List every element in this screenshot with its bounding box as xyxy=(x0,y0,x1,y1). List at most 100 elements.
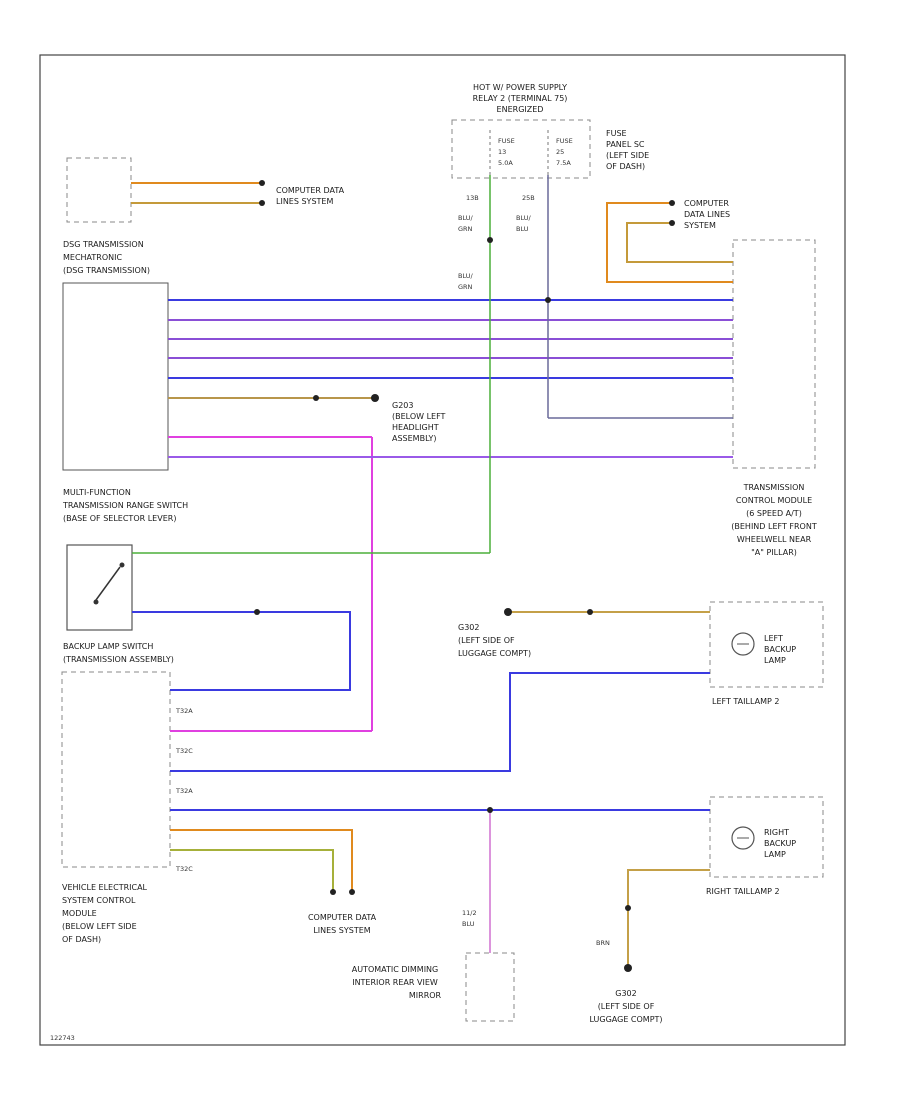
ground-g2-line-2: (LEFT SIDE OF xyxy=(458,636,515,645)
tcm-line-6: "A" PILLAR) xyxy=(751,548,797,557)
ground-g2-line-3: LUGGAGE COMPT) xyxy=(458,649,531,658)
cdls-arrow-5 xyxy=(330,889,336,895)
wire-blu-switch-out xyxy=(132,611,351,691)
ground-g3-line-2: (LEFT SIDE OF xyxy=(598,1002,655,1011)
vescm-line-5: OF DASH) xyxy=(62,935,101,944)
connector-top-left xyxy=(66,157,132,223)
vescm-line-3: MODULE xyxy=(62,909,97,918)
mirror-line-3: MIRROR xyxy=(409,991,442,1000)
cdls-arrow-2 xyxy=(259,200,265,206)
wire-olive-vescm xyxy=(170,849,334,890)
right-taillamp-box xyxy=(709,796,824,878)
wire-color-bugrn-2a: BLU/ xyxy=(458,272,474,280)
wire-circuit-25b: 25B xyxy=(522,194,535,202)
multifunction-switch-line-1: MULTI-FUNCTION xyxy=(63,488,131,497)
vescm-line-1: VEHICLE ELECTRICAL xyxy=(62,883,148,892)
ground-g3-line-3: LUGGAGE COMPT) xyxy=(589,1015,662,1024)
connector-t32c-2: T32C xyxy=(175,865,193,873)
wire-color-bugrn-1a: BLU/ xyxy=(458,214,474,222)
cdls-top-left-line-1: COMPUTER DATA xyxy=(276,186,345,195)
ground-g1-line-4: ASSEMBLY) xyxy=(392,434,436,443)
fuse-panel-box xyxy=(451,119,591,179)
connector-t32a-1: T32A xyxy=(175,707,193,715)
ground-g3-line-1: G302 xyxy=(615,989,636,998)
splice-fuse-b xyxy=(545,297,551,303)
fuse-panel-line-1: FUSE xyxy=(606,129,627,138)
tcm-line-1: TRANSMISSION xyxy=(743,483,805,492)
splice-brn xyxy=(313,395,319,401)
left-taillamp-label: LEFT TAILLAMP 2 xyxy=(712,697,779,706)
multifunction-switch-line-2: TRANSMISSION RANGE SWITCH xyxy=(62,501,188,510)
cdls-top-right-line-1: COMPUTER xyxy=(684,199,729,208)
fuse-b-line-1: FUSE xyxy=(556,137,573,145)
wire-mirror-label-1: 11/2 xyxy=(462,909,477,917)
right-taillamp-label: RIGHT TAILLAMP 2 xyxy=(706,887,780,896)
power-supply-line-1: HOT W/ POWER SUPPLY xyxy=(473,83,567,92)
mirror-line-2: INTERIOR REAR VIEW xyxy=(352,978,438,987)
switch-pivot-b xyxy=(119,562,125,568)
right-lamp-line-3: LAMP xyxy=(764,850,786,859)
cdls-bottom-line-1: COMPUTER DATA xyxy=(308,913,377,922)
cdls-top-right-line-2: DATA LINES xyxy=(684,210,730,219)
tcm-line-3: (6 SPEED A/T) xyxy=(746,509,802,518)
wire-olive-tcm xyxy=(626,222,733,263)
right-lamp-bulb xyxy=(731,826,755,850)
mechatronic-line-2: MECHATRONIC xyxy=(63,253,122,262)
splice-mirror xyxy=(487,807,493,813)
splice-blu-switch xyxy=(254,609,260,615)
switch-contact xyxy=(95,566,121,601)
fuse-b-line-2: 25 xyxy=(556,148,564,156)
wire-color-bublu-a: BLU/ xyxy=(516,214,532,222)
tcm-line-2: CONTROL MODULE xyxy=(736,496,812,505)
switch-pivot-a xyxy=(93,599,99,605)
mechatronic-box xyxy=(62,282,169,471)
fuse-a-line-3: 5.0A xyxy=(498,159,513,167)
connector-t32a-2: T32A xyxy=(175,787,193,795)
cdls-arrow-1 xyxy=(259,180,265,186)
left-lamp-line-3: LAMP xyxy=(764,656,786,665)
wire-blu-left-lamp xyxy=(170,672,710,772)
fuse-panel-line-2: PANEL SC xyxy=(606,140,645,149)
left-lamp-line-1: LEFT xyxy=(764,634,783,643)
cdls-arrow-3 xyxy=(669,200,675,206)
wire-mirror-label-2: BLU xyxy=(462,920,475,928)
splice-fuse-a xyxy=(487,237,493,243)
vescm-box xyxy=(61,671,171,868)
fuse-b-line-3: 7.5A xyxy=(556,159,571,167)
mirror-line-1: AUTOMATIC DIMMING xyxy=(352,965,439,974)
ground-point-g2 xyxy=(504,608,512,616)
wire-color-bublu-b: BLU xyxy=(516,225,529,233)
backup-switch-line-2: (TRANSMISSION ASSEMBLY) xyxy=(63,655,174,664)
cdls-bottom-line-2: LINES SYSTEM xyxy=(313,926,370,935)
wire-color-bugrn-2b: GRN xyxy=(458,283,473,291)
connector-t32c-1: T32C xyxy=(175,747,193,755)
fuse-a-line-2: 13 xyxy=(498,148,506,156)
diagram-frame xyxy=(39,54,846,1046)
right-lamp-line-1: RIGHT xyxy=(764,828,789,837)
cdls-arrow-6 xyxy=(349,889,355,895)
ground-point-g3 xyxy=(624,964,632,972)
diagram-id: 122743 xyxy=(50,1034,75,1042)
ground-g1-line-3: HEADLIGHT xyxy=(392,423,439,432)
backup-switch-line-1: BACKUP LAMP SWITCH xyxy=(63,642,153,651)
vescm-line-4: (BELOW LEFT SIDE xyxy=(62,922,137,931)
wire-orange-vescm xyxy=(170,829,353,890)
cdls-top-right-line-3: SYSTEM xyxy=(684,221,716,230)
backup-switch-box xyxy=(66,544,133,631)
splice-brn-right xyxy=(625,905,631,911)
ground-g2-line-1: G302 xyxy=(458,623,479,632)
wire-orange-tcm xyxy=(606,202,733,283)
cdls-top-left-line-2: LINES SYSTEM xyxy=(276,197,333,206)
fuse-panel-line-4: OF DASH) xyxy=(606,162,645,171)
wire-brn-vert-label: BRN xyxy=(596,939,610,947)
ground-point-g1 xyxy=(371,394,379,402)
mechatronic-line-3: (DSG TRANSMISSION) xyxy=(63,266,150,275)
mechatronic-line-1: DSG TRANSMISSION xyxy=(63,240,144,249)
tcm-box xyxy=(732,239,816,469)
power-supply-line-2: RELAY 2 (TERMINAL 75) xyxy=(473,94,568,103)
power-supply-line-3: ENERGIZED xyxy=(497,105,544,114)
fuse-panel-line-3: (LEFT SIDE xyxy=(606,151,649,160)
ground-g1-line-1: G203 xyxy=(392,401,413,410)
ground-g1-line-2: (BELOW LEFT xyxy=(392,412,446,421)
